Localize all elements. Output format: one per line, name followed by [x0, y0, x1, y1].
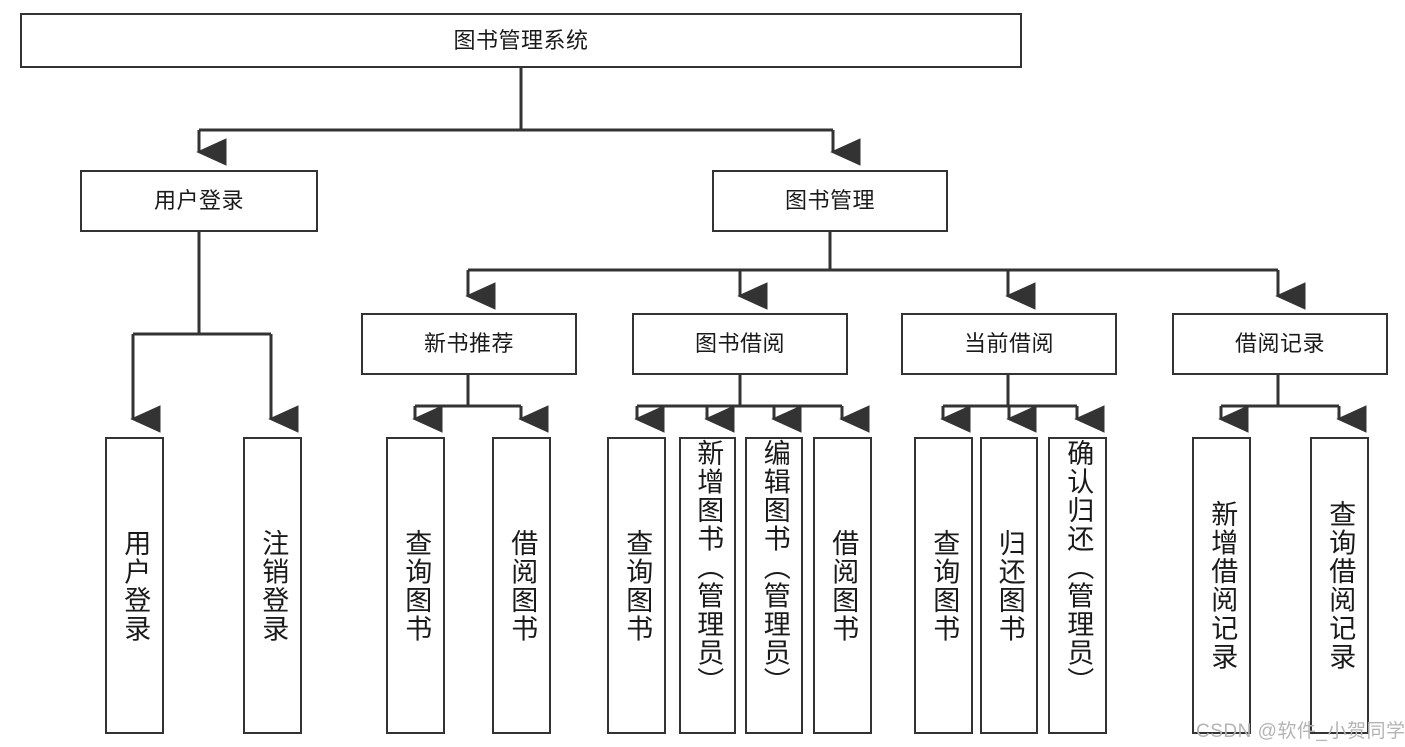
- leaf-edit-book-admin[interactable]: 编辑图书（管理员）: [745, 437, 803, 734]
- leaf-query-book-borrow[interactable]: 查询图书: [607, 437, 666, 734]
- leaf-add-book-admin[interactable]: 新增图书（管理员）: [679, 437, 736, 734]
- node-book-management-system[interactable]: 图书管理系统: [20, 13, 1022, 68]
- leaf-borrow-book-recommend[interactable]: 借阅图书: [492, 437, 551, 734]
- node-label: 查询图书: [929, 528, 960, 643]
- node-book-management[interactable]: 图书管理: [712, 170, 948, 232]
- node-label: 图书借阅: [694, 331, 785, 357]
- leaf-logout-login[interactable]: 注销登录: [243, 437, 302, 734]
- node-label: 确认归还（管理员）: [1063, 439, 1094, 696]
- node-label: 查询图书: [622, 528, 653, 643]
- leaf-confirm-return-admin[interactable]: 确认归还（管理员）: [1048, 437, 1107, 734]
- node-label: 当前借阅: [963, 331, 1054, 357]
- leaf-return-book[interactable]: 归还图书: [980, 437, 1038, 734]
- node-current-borrow[interactable]: 当前借阅: [901, 313, 1117, 375]
- node-label: 查询图书: [401, 528, 432, 643]
- leaf-add-borrow-record[interactable]: 新增借阅记录: [1192, 437, 1251, 734]
- leaf-user-login[interactable]: 用户登录: [105, 437, 164, 734]
- node-user-login[interactable]: 用户登录: [80, 170, 318, 232]
- node-label: 用户登录: [153, 188, 244, 214]
- node-label: 编辑图书（管理员）: [759, 439, 790, 696]
- node-label: 用户登录: [120, 528, 151, 643]
- node-label: 新书推荐: [423, 331, 514, 357]
- node-label: 图书管理: [784, 188, 875, 214]
- node-label: 新增借阅记录: [1207, 500, 1238, 671]
- leaf-query-borrow-record[interactable]: 查询借阅记录: [1310, 437, 1369, 734]
- node-label: 借阅记录: [1234, 331, 1325, 357]
- csdn-watermark: CSDN @软件_小贺同学: [1196, 721, 1405, 742]
- leaf-query-book-recommend[interactable]: 查询图书: [386, 437, 445, 734]
- node-book-borrow[interactable]: 图书借阅: [632, 313, 848, 375]
- node-label: 归还图书: [994, 528, 1025, 643]
- node-label: 借阅图书: [507, 528, 538, 643]
- node-label: 图书管理系统: [453, 27, 589, 53]
- leaf-query-book-current[interactable]: 查询图书: [914, 437, 973, 734]
- leaf-borrow-book[interactable]: 借阅图书: [813, 437, 872, 734]
- node-label: 查询借阅记录: [1325, 500, 1356, 671]
- node-label: 注销登录: [258, 528, 289, 643]
- node-new-book-recommend[interactable]: 新书推荐: [361, 313, 577, 375]
- node-label: 借阅图书: [828, 528, 859, 643]
- node-label: 新增图书（管理员）: [693, 439, 724, 696]
- node-borrow-record[interactable]: 借阅记录: [1172, 313, 1388, 375]
